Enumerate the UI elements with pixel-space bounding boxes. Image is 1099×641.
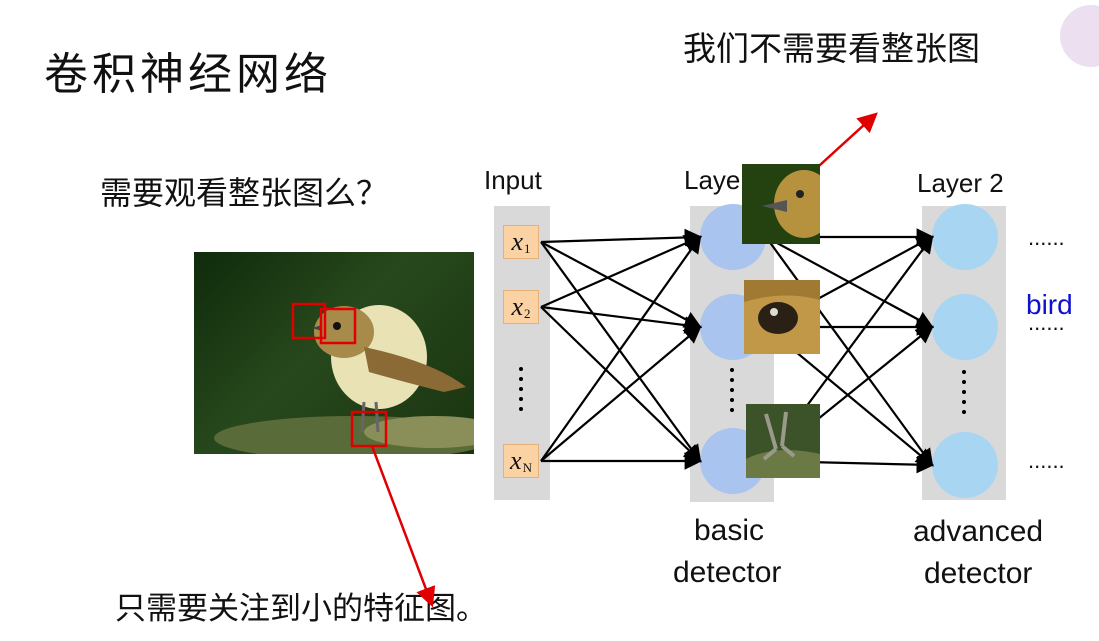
layer1-caption-2: detector	[673, 556, 781, 590]
output-dots-3: ......	[1028, 448, 1065, 474]
beak-patch-art	[742, 164, 820, 244]
layer2-caption-2: detector	[924, 557, 1032, 591]
layer2-caption-1: advanced	[913, 515, 1043, 549]
output-dots-1: ......	[1028, 225, 1065, 251]
patch-claw	[746, 404, 820, 478]
patch-eye	[744, 280, 820, 354]
layer1-caption-1: basic	[694, 514, 764, 548]
output-dots-2: ......	[1028, 310, 1065, 336]
eye-patch-art	[744, 280, 820, 354]
red-arrow-bottom	[372, 446, 432, 605]
claw-patch-art	[746, 404, 820, 478]
patch-beak	[742, 164, 820, 244]
